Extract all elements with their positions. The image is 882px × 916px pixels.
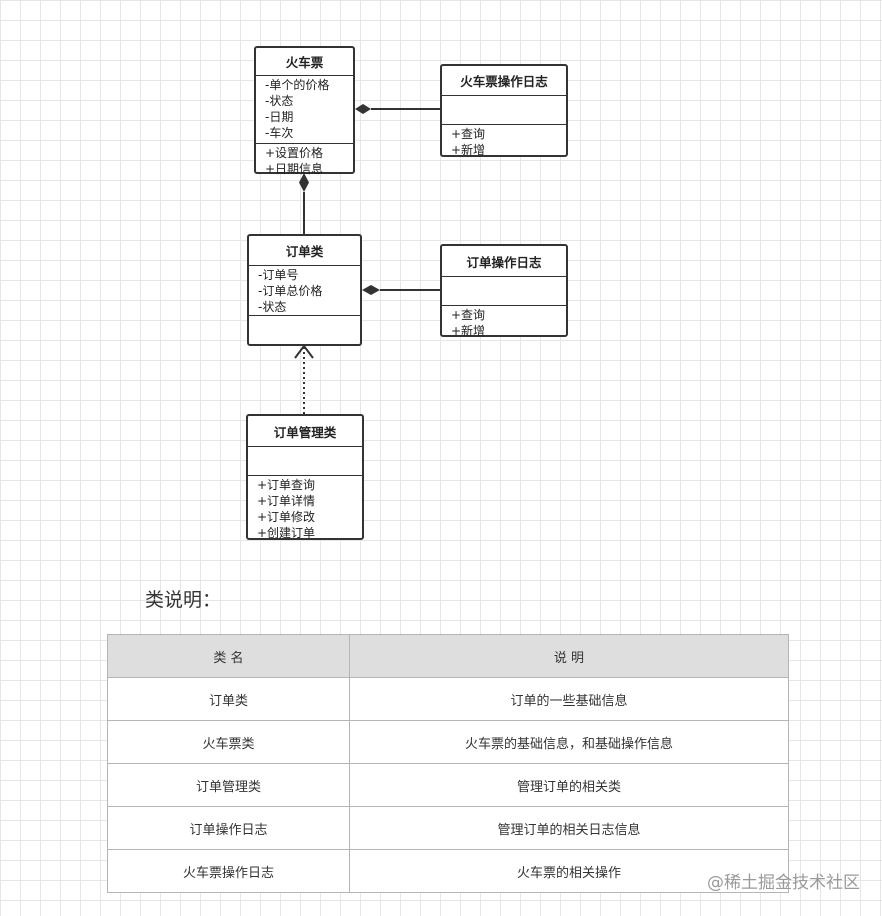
cell-description: 管理订单的相关类 <box>349 763 789 807</box>
class-order-log-methods: +查询 +新增 <box>442 306 566 340</box>
cell-description: 订单的一些基础信息 <box>349 677 789 721</box>
table-row: 火车票类 火车票的基础信息，和基础操作信息 <box>107 720 789 764</box>
class-train-ticket[interactable]: 火车票 -单个的价格 -状态 -日期 -车次 +设置价格 +日期信息 <box>254 46 355 176</box>
class-ticket-log-attributes <box>442 96 566 125</box>
method: +订单详情 <box>257 494 316 508</box>
table-header-row: 类 名 说 明 <box>107 634 789 678</box>
column-header-description: 说 明 <box>349 634 789 678</box>
method: +新增 <box>451 143 486 157</box>
method: +订单修改 <box>257 510 316 524</box>
class-order-manager-attributes <box>248 447 362 476</box>
class-order-log-title: 订单操作日志 <box>442 246 566 277</box>
class-order-manager[interactable]: 订单管理类 +订单查询 +订单详情 +订单修改 +创建订单 <box>246 414 364 540</box>
cell-class-name: 火车票类 <box>107 720 350 764</box>
class-order-methods <box>249 316 360 318</box>
cell-description: 火车票的相关操作 <box>349 849 789 893</box>
method: +创建订单 <box>257 526 316 540</box>
cell-class-name: 订单操作日志 <box>107 806 350 850</box>
class-ticket-log[interactable]: 火车票操作日志 +查询 +新增 <box>440 64 568 157</box>
class-train-ticket-attributes: -单个的价格 -状态 -日期 -车次 <box>256 76 353 144</box>
table-row: 订单类 订单的一些基础信息 <box>107 677 789 721</box>
method: +查询 <box>451 127 486 141</box>
method: +订单查询 <box>257 478 316 492</box>
cell-class-name: 订单管理类 <box>107 763 350 807</box>
attribute: -状态 <box>265 94 294 108</box>
table-row: 火车票操作日志 火车票的相关操作 <box>107 849 789 893</box>
method: +设置价格 <box>265 146 324 160</box>
class-order[interactable]: 订单类 -订单号 -订单总价格 -状态 <box>247 234 362 346</box>
class-ticket-log-methods: +查询 +新增 <box>442 125 566 159</box>
class-order-attributes: -订单号 -订单总价格 -状态 <box>249 266 360 316</box>
class-order-log-attributes <box>442 277 566 306</box>
table-row: 订单管理类 管理订单的相关类 <box>107 763 789 807</box>
class-order-log[interactable]: 订单操作日志 +查询 +新增 <box>440 244 568 340</box>
attribute: -订单总价格 <box>258 284 323 298</box>
composition-diamond-ticket-log <box>355 104 371 114</box>
class-ticket-log-title: 火车票操作日志 <box>442 66 566 96</box>
table-row: 订单操作日志 管理订单的相关日志信息 <box>107 806 789 850</box>
method: +日期信息 <box>265 162 324 176</box>
composition-diamond-order-log <box>362 285 380 295</box>
attribute: -车次 <box>265 126 294 140</box>
class-train-ticket-title: 火车票 <box>256 48 353 76</box>
cell-class-name: 订单类 <box>107 677 350 721</box>
class-order-manager-title: 订单管理类 <box>248 416 362 447</box>
attribute: -日期 <box>265 110 294 124</box>
class-order-manager-methods: +订单查询 +订单详情 +订单修改 +创建订单 <box>248 476 362 542</box>
cell-description: 火车票的基础信息，和基础操作信息 <box>349 720 789 764</box>
method: +查询 <box>451 308 486 322</box>
attribute: -订单号 <box>258 268 299 282</box>
cell-class-name: 火车票操作日志 <box>107 849 350 893</box>
composition-diamond-order <box>299 173 309 192</box>
watermark: @稀土掘金技术社区 <box>707 873 860 893</box>
class-order-title: 订单类 <box>249 236 360 266</box>
method: +新增 <box>451 324 486 338</box>
column-header-class-name: 类 名 <box>107 634 350 678</box>
cell-description: 管理订单的相关日志信息 <box>349 806 789 850</box>
attribute: -状态 <box>258 300 287 314</box>
class-description-caption: 类说明： <box>145 589 222 611</box>
dependency-arrowhead <box>294 344 314 359</box>
class-description-table: 类 名 说 明 订单类 订单的一些基础信息 火车票类 火车票的基础信息，和基础操… <box>107 634 789 893</box>
attribute: -单个的价格 <box>265 78 330 92</box>
class-train-ticket-methods: +设置价格 +日期信息 <box>256 144 353 178</box>
